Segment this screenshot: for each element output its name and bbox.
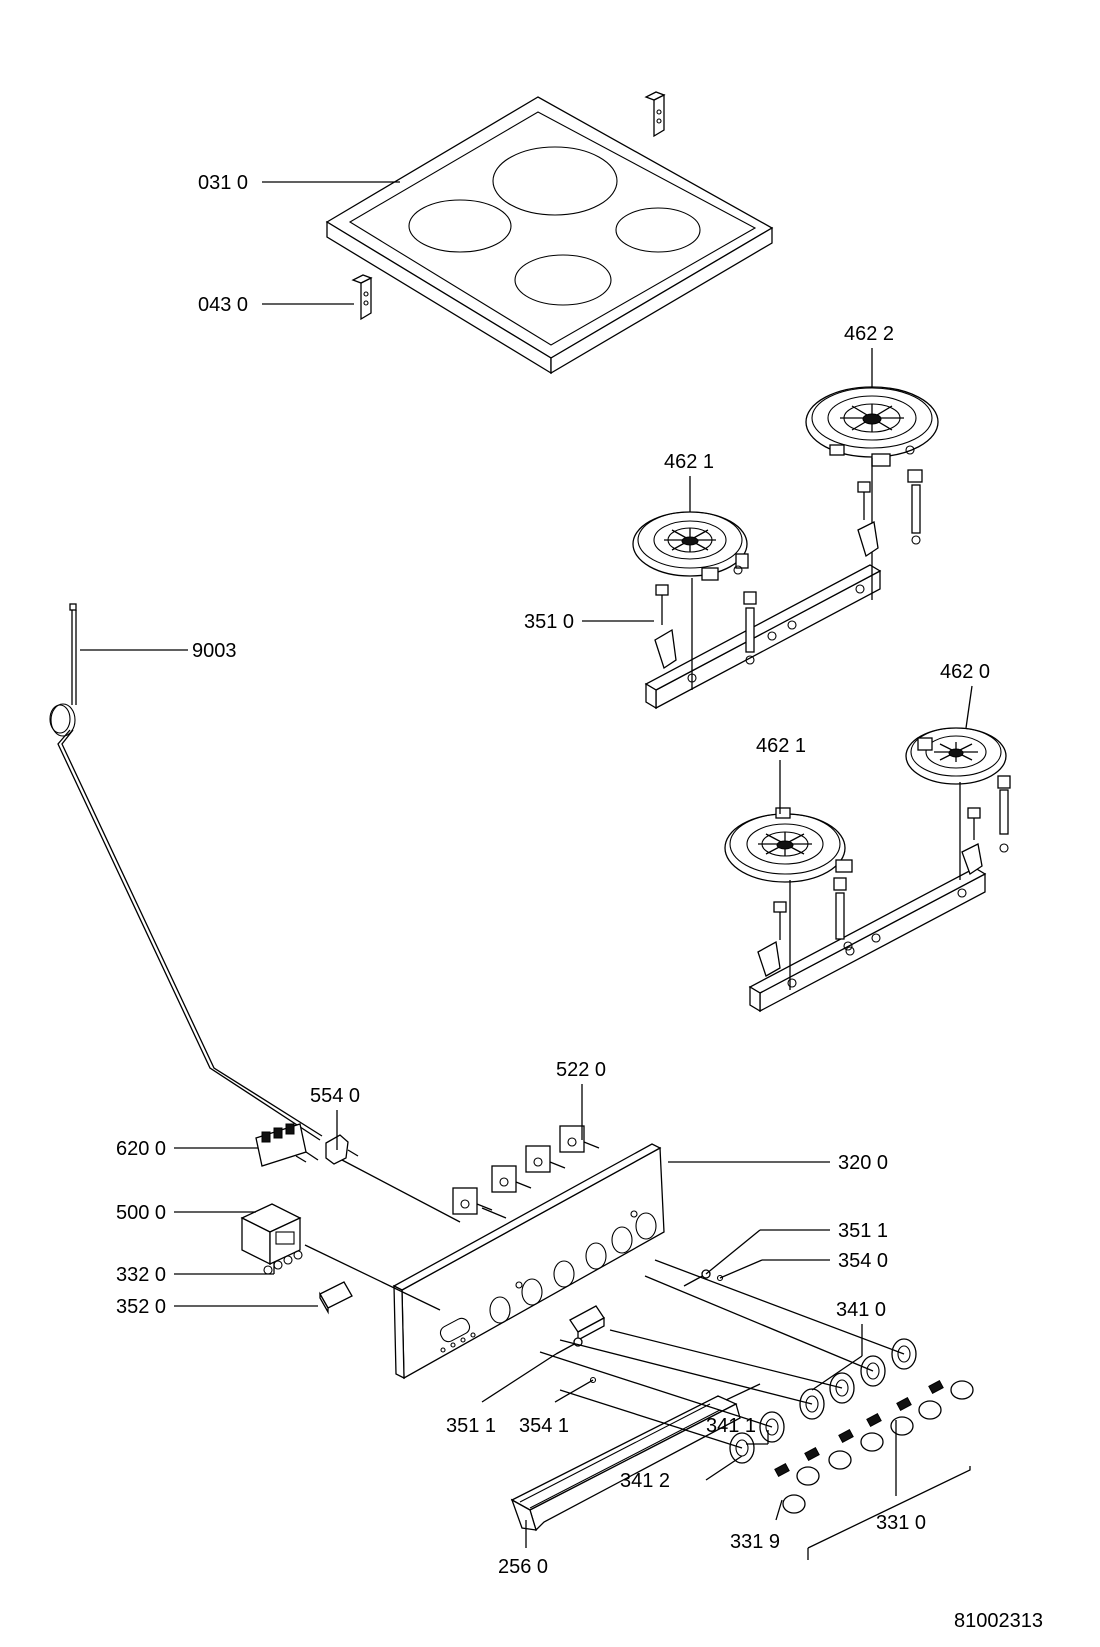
- element-fasteners-lower: [757, 775, 1011, 990]
- heating-element-462-1-upper: [632, 511, 749, 581]
- label-462-0: 462 0: [940, 661, 990, 683]
- support-rail-upper: [644, 564, 882, 710]
- cooking-zone-front: [514, 254, 612, 306]
- cooktop-glass-panel: [325, 96, 774, 375]
- label-320-0: 320 0: [838, 1152, 888, 1174]
- label-341-0: 341 0: [836, 1299, 886, 1321]
- heating-element-462-1-lower: [724, 807, 853, 883]
- label-9003: 9003: [192, 640, 237, 662]
- cover-352-0: [319, 1281, 353, 1315]
- label-331-9: 331 9: [730, 1531, 780, 1553]
- label-331-0: 331 0: [876, 1512, 926, 1534]
- support-rail-lower: [748, 867, 987, 1013]
- mounting-bracket-rear: [644, 91, 666, 138]
- element-fasteners-upper: [654, 445, 923, 690]
- label-332-0: 332 0: [116, 1264, 166, 1286]
- label-354-1: 354 1: [519, 1415, 569, 1437]
- label-341-2: 341 2: [620, 1470, 670, 1492]
- assembly-lines: [304, 1159, 905, 1449]
- cooking-zone-left: [408, 199, 512, 253]
- control-panel-320-0: [392, 1143, 665, 1380]
- switches-522-0: [452, 1125, 600, 1215]
- terminal-block-620-0: [255, 1123, 319, 1167]
- label-351-0: 351 0: [524, 611, 574, 633]
- label-351-1-right: 351 1: [838, 1220, 888, 1242]
- mounting-bracket-front: [351, 274, 373, 321]
- thermostat-554-0: [325, 1134, 359, 1165]
- label-351-1-left: 351 1: [446, 1415, 496, 1437]
- label-341-1: 341 1: [706, 1415, 756, 1437]
- label-462-1-lower: 462 1: [756, 735, 806, 757]
- label-500-0: 500 0: [116, 1202, 166, 1224]
- cooking-zone-right: [615, 207, 701, 253]
- thermostat-capillary: [49, 603, 323, 1141]
- leader-lines: [80, 181, 973, 1548]
- drawing-number: 81002313: [954, 1610, 1043, 1632]
- label-354-0: 354 0: [838, 1250, 888, 1272]
- mounting-block: [569, 1305, 605, 1342]
- cooking-zone-large: [492, 146, 618, 216]
- label-462-2: 462 2: [844, 323, 894, 345]
- label-352-0: 352 0: [116, 1296, 166, 1318]
- label-462-1-upper: 462 1: [664, 451, 714, 473]
- label-522-0: 522 0: [556, 1059, 606, 1081]
- heating-element-462-0: [905, 727, 1007, 785]
- label-256-0: 256 0: [498, 1556, 548, 1578]
- label-554-0: 554 0: [310, 1085, 360, 1107]
- label-620-0: 620 0: [116, 1138, 166, 1160]
- heating-element-462-2: [805, 386, 939, 467]
- handle-256-0: [510, 1383, 761, 1532]
- label-043-0: 043 0: [198, 294, 248, 316]
- label-031-0: 031 0: [198, 172, 248, 194]
- part-labels: 031 0 043 0 462 2 462 1 351 0 9003 462 0…: [116, 172, 1043, 1632]
- timer-500-0: [240, 1203, 303, 1275]
